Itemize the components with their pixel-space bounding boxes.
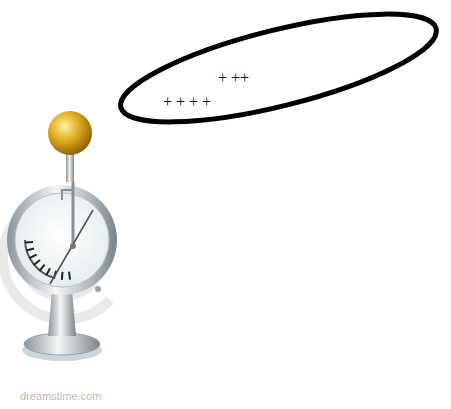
scale-tick (26, 248, 34, 250)
scale-tick (29, 255, 36, 259)
needle (50, 210, 93, 284)
scale-tick (61, 272, 64, 280)
stem (48, 290, 76, 336)
scale-tick (40, 265, 45, 271)
rod-ellipse (112, 0, 446, 144)
scale-tick (69, 272, 70, 280)
watermark: dreamstime.com (20, 390, 101, 402)
charge-signs: + + + + (163, 94, 211, 110)
case-ring (7, 185, 117, 295)
base (24, 333, 100, 355)
inner-rod (72, 182, 75, 248)
rod-outline (108, 2, 449, 134)
hook (62, 190, 73, 200)
screw (95, 286, 101, 292)
charge-signs: + ++ (218, 70, 249, 86)
case-glass (15, 193, 109, 287)
charged-rod: + ++ + + + + (108, 2, 449, 134)
gold-ball (48, 111, 92, 155)
scale-tick (46, 268, 50, 275)
pivot (70, 243, 76, 249)
scale-arc (25, 240, 55, 278)
scale-tick (25, 241, 33, 244)
scale-tick (34, 260, 40, 265)
